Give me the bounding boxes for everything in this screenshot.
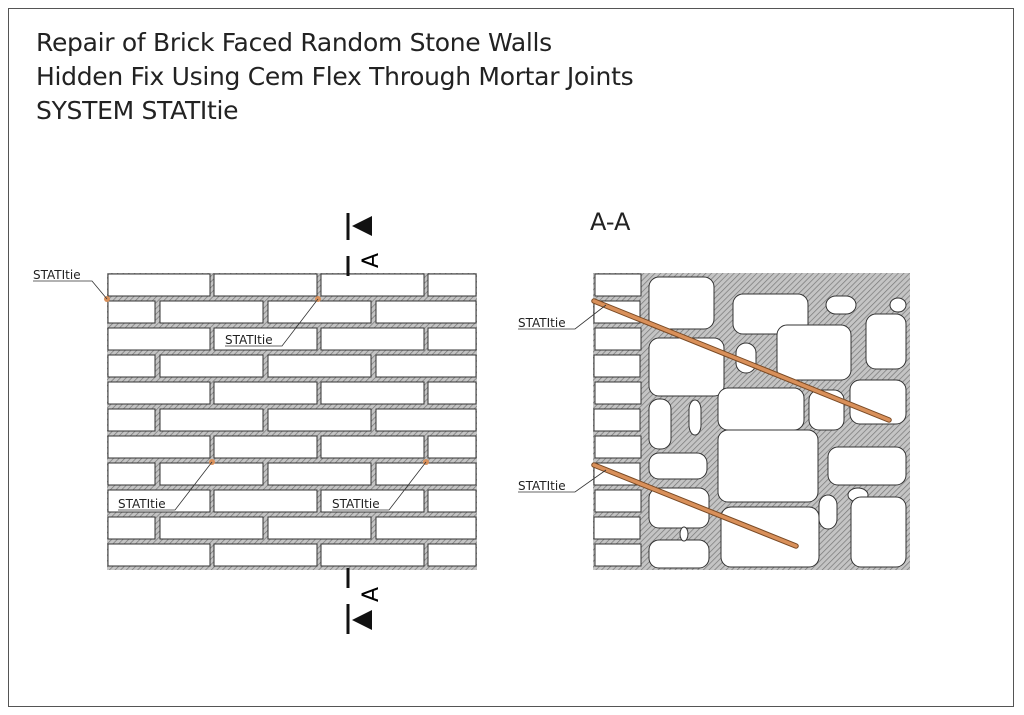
title-line-2: Hidden Fix Using Cem Flex Through Mortar… [36, 62, 634, 91]
brick [107, 327, 211, 351]
arrow-icon [352, 216, 372, 236]
brick [375, 300, 477, 324]
section-marker-top: A [346, 213, 384, 276]
tie-label: STATItie [225, 333, 273, 347]
brick [427, 273, 477, 297]
brick [594, 435, 642, 459]
brick [320, 273, 425, 297]
brick [107, 516, 156, 540]
section-marker-label: A [359, 587, 384, 602]
stone [776, 324, 852, 381]
brick [427, 327, 477, 351]
tie-label: STATItie [332, 497, 380, 511]
brick [427, 543, 477, 567]
brick [320, 327, 425, 351]
stone [648, 276, 715, 330]
brick [594, 489, 642, 513]
tie-label: STATItie [33, 268, 81, 282]
brick [107, 462, 156, 486]
brick [159, 354, 264, 378]
stone [648, 398, 672, 450]
brick [593, 354, 641, 378]
brick [213, 381, 318, 405]
brick [594, 327, 642, 351]
brick [593, 516, 641, 540]
stone [717, 429, 819, 503]
brick [427, 381, 477, 405]
stone [818, 494, 838, 530]
brick [267, 462, 372, 486]
section-title: A-A [590, 208, 631, 236]
title-line-1: Repair of Brick Faced Random Stone Walls [36, 28, 552, 57]
brick [213, 543, 318, 567]
stone [889, 297, 907, 313]
tie-label: STATItie [118, 497, 166, 511]
brick [107, 408, 156, 432]
stone [648, 487, 710, 529]
stone [648, 452, 708, 480]
brick [375, 516, 477, 540]
brick [159, 462, 264, 486]
brick [159, 300, 264, 324]
brick [107, 381, 211, 405]
brick [159, 516, 264, 540]
section-marker-bottom: A [346, 568, 384, 634]
stone [732, 293, 809, 335]
stone [679, 526, 689, 542]
brick [213, 273, 318, 297]
brick [107, 543, 211, 567]
arrow-icon [352, 610, 372, 630]
section-marker-label: A [359, 253, 384, 268]
brick [107, 489, 211, 513]
brick [267, 516, 372, 540]
brick [375, 408, 477, 432]
brick-elevation [107, 273, 477, 570]
brick [375, 462, 477, 486]
stone [850, 496, 907, 568]
title-line-3: SYSTEM STATItie [36, 96, 239, 125]
brick [593, 408, 641, 432]
brick [107, 273, 211, 297]
tie-label: STATItie [518, 316, 566, 330]
brick [267, 408, 372, 432]
stone [688, 399, 702, 436]
brick [375, 354, 477, 378]
brick [320, 381, 425, 405]
stone [865, 313, 907, 370]
section-a-a [593, 273, 910, 570]
brick [427, 489, 477, 513]
brick [594, 381, 642, 405]
brick [267, 300, 372, 324]
brick [320, 543, 425, 567]
brick [320, 489, 425, 513]
tie-label: STATItie [518, 479, 566, 493]
brick [594, 273, 642, 297]
brick [594, 543, 642, 567]
brick [267, 354, 372, 378]
stone [648, 539, 710, 569]
brick [107, 354, 156, 378]
brick [159, 408, 264, 432]
brick [427, 435, 477, 459]
stone [827, 446, 907, 486]
brick [213, 435, 318, 459]
brick [107, 300, 156, 324]
drawing-frame [8, 8, 1014, 707]
stone [825, 295, 857, 315]
brick [213, 489, 318, 513]
brick [107, 435, 211, 459]
stone [717, 387, 805, 431]
brick [320, 435, 425, 459]
